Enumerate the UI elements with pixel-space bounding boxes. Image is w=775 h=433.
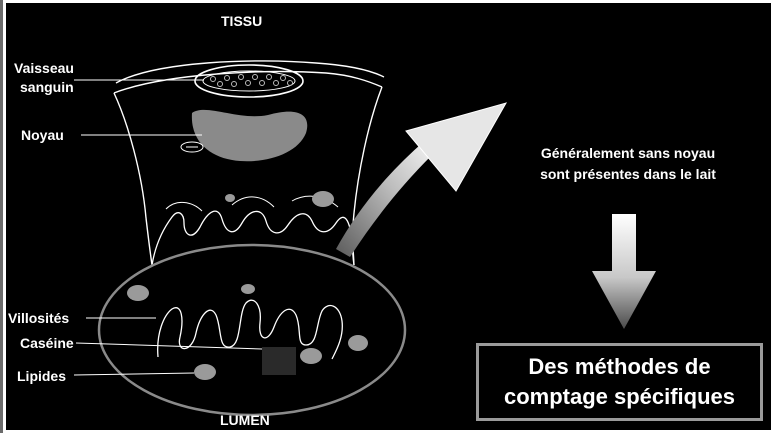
note-line2: sont présentes dans le lait xyxy=(504,164,752,185)
blood-vessel-label: Vaisseau sanguin xyxy=(14,59,74,97)
casein-particle xyxy=(262,347,296,375)
lipid-droplets xyxy=(127,191,368,380)
conclusion-line1: Des méthodes de xyxy=(528,352,710,382)
conclusion-line2: comptage spécifiques xyxy=(504,382,735,412)
curved-arrow-head xyxy=(406,103,506,191)
villi-label: Villosités xyxy=(8,309,69,327)
down-arrow xyxy=(592,214,656,329)
diagram-slide: TISSU LUMEN Vaisseau sanguin Noyau Villo… xyxy=(6,3,771,430)
nucleus-label: Noyau xyxy=(21,126,64,144)
casein-label: Caséine xyxy=(20,334,74,352)
cell-outline xyxy=(114,61,384,265)
tissue-label: TISSU xyxy=(221,12,262,30)
blood-vessel xyxy=(195,65,303,97)
lumen-label: LUMEN xyxy=(220,411,270,429)
conclusion-box: Des méthodes de comptage spécifiques xyxy=(476,343,763,421)
note-line1: Généralement sans noyau xyxy=(504,143,752,164)
apical-membrane xyxy=(152,211,354,265)
curved-arrow-shaft xyxy=(336,145,432,257)
page-left-rule xyxy=(0,0,3,433)
lumen-region xyxy=(99,245,405,415)
nucleus xyxy=(192,110,307,161)
blood-vessel-label-line2: sanguin xyxy=(14,78,74,97)
lipid-label: Lipides xyxy=(17,367,66,385)
explanatory-note: Généralement sans noyau sont présentes d… xyxy=(504,143,752,185)
blood-vessel-label-line1: Vaisseau xyxy=(14,59,74,78)
